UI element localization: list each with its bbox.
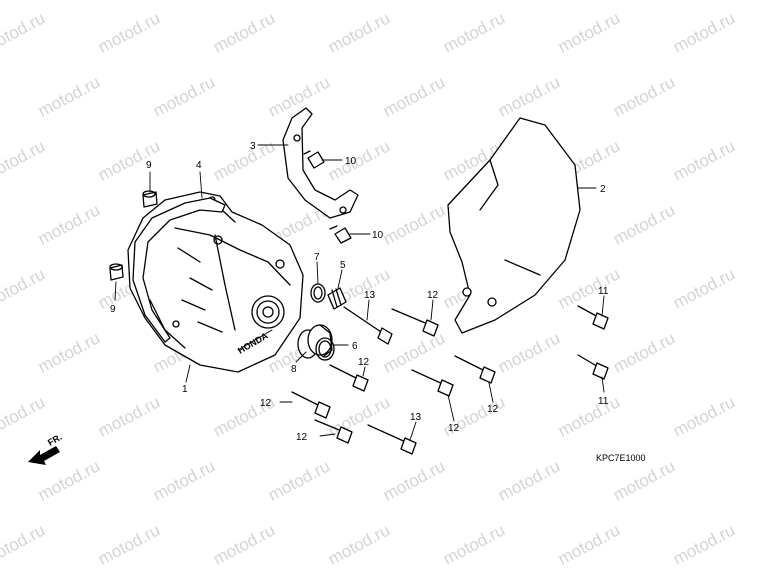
bolts bbox=[291, 305, 609, 455]
gasket bbox=[132, 197, 226, 343]
label-part-1: 1 bbox=[182, 384, 188, 395]
front-arrow bbox=[28, 446, 60, 465]
label-part-5: 5 bbox=[340, 260, 346, 271]
label-part-12d: 12 bbox=[487, 404, 499, 415]
label-part-4: 4 bbox=[196, 160, 202, 171]
leader-lines bbox=[114, 144, 605, 441]
label-part-12c: 12 bbox=[260, 398, 272, 409]
label-part-6: 6 bbox=[352, 341, 358, 352]
timing-plug bbox=[327, 287, 347, 310]
label-part-8: 8 bbox=[291, 364, 297, 375]
label-part-12a: 12 bbox=[427, 290, 439, 301]
bolt-10-upper bbox=[303, 150, 325, 169]
cap-oring bbox=[315, 337, 335, 361]
label-part-12e: 12 bbox=[448, 423, 460, 434]
diagram-code: KPC7E1000 bbox=[596, 453, 646, 463]
front-label: FR. bbox=[46, 432, 64, 448]
bracket bbox=[282, 107, 359, 219]
label-part-9b: 9 bbox=[110, 304, 116, 315]
label-part-13a: 13 bbox=[364, 290, 376, 301]
o-ring bbox=[310, 283, 326, 303]
label-part-9a: 9 bbox=[146, 160, 152, 171]
label-part-2: 2 bbox=[600, 184, 606, 195]
label-part-10a: 10 bbox=[345, 156, 357, 167]
label-part-7: 7 bbox=[314, 252, 320, 263]
label-part-12b: 12 bbox=[358, 357, 370, 368]
label-part-3: 3 bbox=[250, 141, 256, 152]
label-part-11b: 11 bbox=[598, 396, 609, 407]
dowel-pin-upper bbox=[142, 190, 158, 208]
label-part-10b: 10 bbox=[372, 230, 384, 241]
bolt-10-lower bbox=[329, 225, 352, 244]
sprocket-cover bbox=[447, 117, 581, 334]
label-part-12f: 12 bbox=[296, 432, 308, 443]
label-part-11a: 11 bbox=[598, 286, 609, 297]
label-part-13b: 13 bbox=[410, 412, 422, 423]
dowel-pin-lower bbox=[109, 263, 124, 281]
